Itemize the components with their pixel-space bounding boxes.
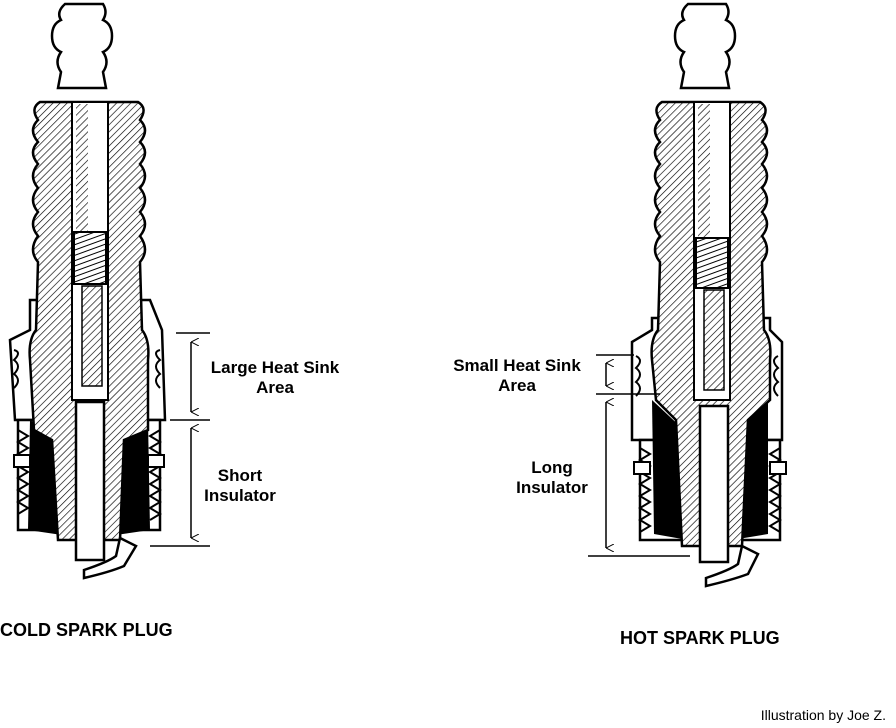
hot-resistor-spring xyxy=(695,237,729,289)
cold-center-electrode xyxy=(74,400,106,562)
cold-heat-sink-label-line2: Area xyxy=(256,378,294,397)
hot-center-electrode xyxy=(698,404,730,564)
hot-insulator-label: Long Insulator xyxy=(500,458,604,498)
hot-spark-plug xyxy=(630,2,787,588)
cold-ground-electrode xyxy=(82,536,138,580)
hot-insulator-label-line2: Insulator xyxy=(516,478,588,497)
cold-terminal-nut xyxy=(50,2,114,90)
hot-ground-electrode xyxy=(704,544,760,588)
cold-insulator-label-line1: Short xyxy=(217,466,263,485)
cold-heat-sink-label: Large Heat Sink Area xyxy=(190,358,360,398)
cold-plug-caption: COLD SPARK PLUG xyxy=(0,620,173,640)
cold-dimension-lines xyxy=(150,332,210,547)
hot-heat-sink-label-line1: Small Heat Sink xyxy=(453,356,581,375)
cold-heat-sink-label-line1: Large Heat Sink xyxy=(210,358,340,377)
hot-heat-sink-label: Small Heat Sink Area xyxy=(424,356,610,396)
hot-insulator-label-line1: Long xyxy=(531,458,573,477)
cold-spark-plug xyxy=(8,2,167,580)
cold-insulator-label-line2: Insulator xyxy=(204,486,276,505)
hot-heat-sink-label-line2: Area xyxy=(498,376,536,395)
hot-plug-caption: HOT SPARK PLUG xyxy=(620,628,780,648)
cold-resistor-spring xyxy=(73,231,107,285)
hot-terminal-nut xyxy=(673,2,737,90)
illustration-credit: Illustration by Joe Z. xyxy=(760,707,886,723)
hot-dimension-lines xyxy=(588,354,690,557)
cold-insulator-label: Short Insulator xyxy=(190,466,290,506)
